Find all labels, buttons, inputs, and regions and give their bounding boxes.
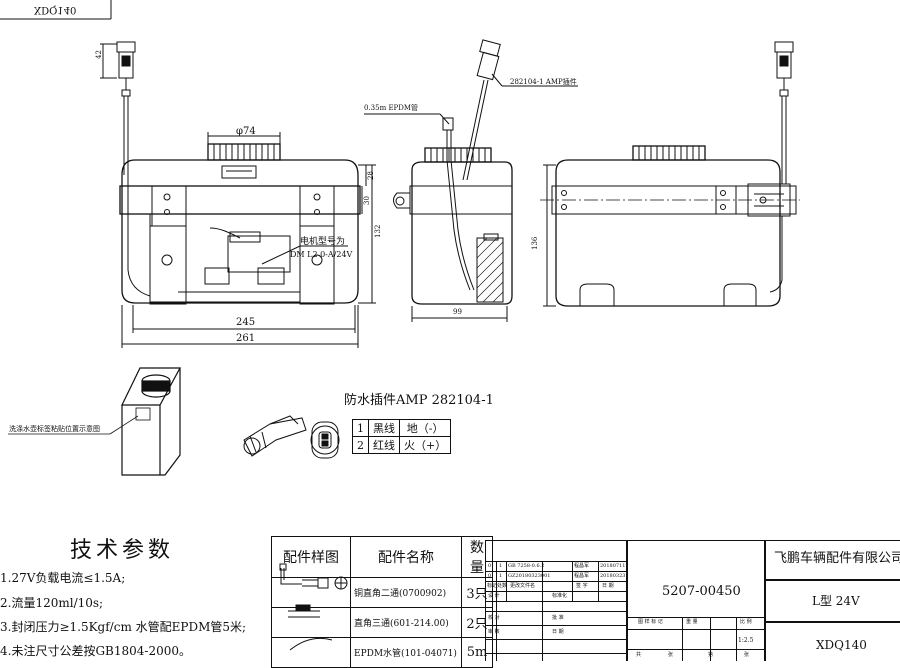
drawing-code: XDQ140 bbox=[816, 638, 867, 652]
rev-date: 20180711 bbox=[600, 563, 626, 569]
corner-label: XDQ140 bbox=[34, 4, 77, 15]
hdr-date: 日 期 bbox=[602, 583, 614, 589]
part-image-cell bbox=[271, 637, 351, 668]
parts-table: 配件样图 配件名称 数量 铜直角二通(0700902) 3只 直角三通(601-… bbox=[271, 536, 493, 668]
corner-label-box bbox=[0, 0, 112, 20]
pin-no: 2 bbox=[352, 436, 369, 454]
rev-count: 1 bbox=[499, 563, 503, 569]
scale-value: 1:2.5 bbox=[738, 637, 754, 644]
amp-connector-sketch bbox=[243, 415, 340, 459]
rev-doc: GB 7258-0.6.2 bbox=[508, 563, 545, 569]
tech-params-title: 技术参数 bbox=[70, 538, 175, 563]
dim-30: 30 bbox=[363, 196, 371, 205]
rev-signer: 程昌军 bbox=[574, 573, 590, 579]
rev-marker: 0 bbox=[488, 573, 492, 579]
dim-28: 28 bbox=[367, 171, 375, 180]
row-standard: 标准化 bbox=[552, 593, 568, 599]
company-name: 飞鹏车辆配件有限公司 bbox=[774, 551, 900, 566]
pin-function: 火（+） bbox=[398, 436, 452, 454]
hdr-mark: 标记 bbox=[487, 583, 498, 589]
iso-label-sketch bbox=[8, 367, 182, 476]
rev-date: 20180323 bbox=[600, 573, 626, 579]
hdr-count: 处数 bbox=[497, 583, 508, 589]
motor-model-line1: 电机型号为 bbox=[300, 237, 346, 247]
table-row: 直角三通(601-214.00) 2只 bbox=[271, 607, 493, 638]
top-view bbox=[540, 41, 800, 307]
dim-132: 132 bbox=[374, 224, 382, 238]
tech-note: 1.27V负载电流≤1.5A; bbox=[0, 571, 126, 585]
part-name: 铜直角二通(0700902) bbox=[350, 577, 462, 608]
part-qty: 2只 bbox=[461, 607, 493, 638]
pin-no: 1 bbox=[352, 419, 369, 437]
parts-header-image: 配件样图 bbox=[271, 536, 351, 578]
title-block: 5207-00450 飞鹏车辆配件有限公司 L型 24V XDQ140 1:2.… bbox=[485, 540, 900, 661]
model-name: L型 24V bbox=[812, 594, 860, 608]
dim-99: 99 bbox=[453, 308, 462, 316]
rev-doc: GZ20180323001 bbox=[508, 573, 551, 579]
pin-row: 1 黑线 地（-） bbox=[352, 419, 452, 437]
row-review: 审 核 bbox=[488, 629, 500, 635]
weight: 重 量 bbox=[686, 619, 698, 625]
sheet-unit2: 张 bbox=[744, 652, 750, 658]
epdm-tube-callout: 0.35m EPDM管 bbox=[364, 104, 419, 112]
row-approve: 批 准 bbox=[552, 615, 564, 621]
parts-header-name: 配件名称 bbox=[350, 536, 462, 578]
dim-42: 42 bbox=[95, 50, 103, 59]
row-check: 校 对 bbox=[488, 615, 500, 621]
hdr-doc: 更改文件名 bbox=[510, 583, 536, 589]
tech-note: 2.流量120ml/10s; bbox=[0, 596, 104, 610]
connector-title: 防水插件AMP 282104-1 bbox=[344, 393, 494, 408]
table-row: 铜直角二通(0700902) 3只 bbox=[271, 577, 493, 608]
row-date: 日 期 bbox=[552, 629, 564, 635]
connector-pin-table: 1 黑线 地（-） 2 红线 火（+） bbox=[352, 419, 452, 454]
rev-signer: 程昌军 bbox=[574, 563, 590, 569]
sheet-total: 共 bbox=[636, 652, 642, 658]
part-name: 直角三通(601-214.00) bbox=[350, 607, 462, 638]
side-view bbox=[364, 39, 578, 322]
rev-marker: 0 bbox=[488, 563, 492, 569]
pin-wire: 红线 bbox=[368, 436, 400, 454]
sheet-unit: 张 bbox=[668, 652, 674, 658]
front-view bbox=[100, 41, 376, 348]
dim-245: 245 bbox=[236, 317, 256, 328]
rev-count: 1 bbox=[499, 573, 503, 579]
part-qty: 3只 bbox=[461, 577, 493, 608]
hdr-sign: 签 字 bbox=[576, 583, 588, 589]
row-design: 设 计 bbox=[488, 593, 500, 599]
part-number: 5207-00450 bbox=[662, 584, 741, 599]
ratio: 比 例 bbox=[740, 619, 752, 625]
label-position-note: 洗涤水壶标签粘贴位置示意图 bbox=[9, 425, 100, 433]
sheet-no: 第 bbox=[708, 652, 714, 658]
dim-136: 136 bbox=[531, 236, 539, 250]
tech-note: 4.未注尺寸公差按GB1804-2000。 bbox=[0, 644, 191, 658]
parts-header-row: 配件样图 配件名称 数量 bbox=[271, 536, 493, 578]
part-name: EPDM水管(101-04071) bbox=[350, 637, 462, 668]
pin-wire: 黑线 bbox=[368, 419, 400, 437]
part-image-cell bbox=[271, 577, 351, 608]
dim-261: 261 bbox=[236, 333, 256, 344]
parts-header-qty: 数量 bbox=[461, 536, 493, 578]
stage-mark: 图 样 标 记 bbox=[638, 619, 663, 625]
part-image-cell bbox=[271, 607, 351, 638]
dim-phi74: φ74 bbox=[236, 126, 256, 137]
pin-row: 2 红线 火（+） bbox=[352, 436, 452, 454]
pin-function: 地（-） bbox=[398, 419, 452, 437]
table-row: EPDM水管(101-04071) 5m bbox=[271, 637, 493, 668]
tech-note: 3.封闭压力≥1.5Kgf/cm 水管配EPDM管5米; bbox=[0, 620, 247, 634]
motor-model-line2: DM L2 0-A/24V bbox=[290, 250, 353, 259]
amp-connector-callout: 282104-1 AMP插件 bbox=[510, 78, 577, 86]
